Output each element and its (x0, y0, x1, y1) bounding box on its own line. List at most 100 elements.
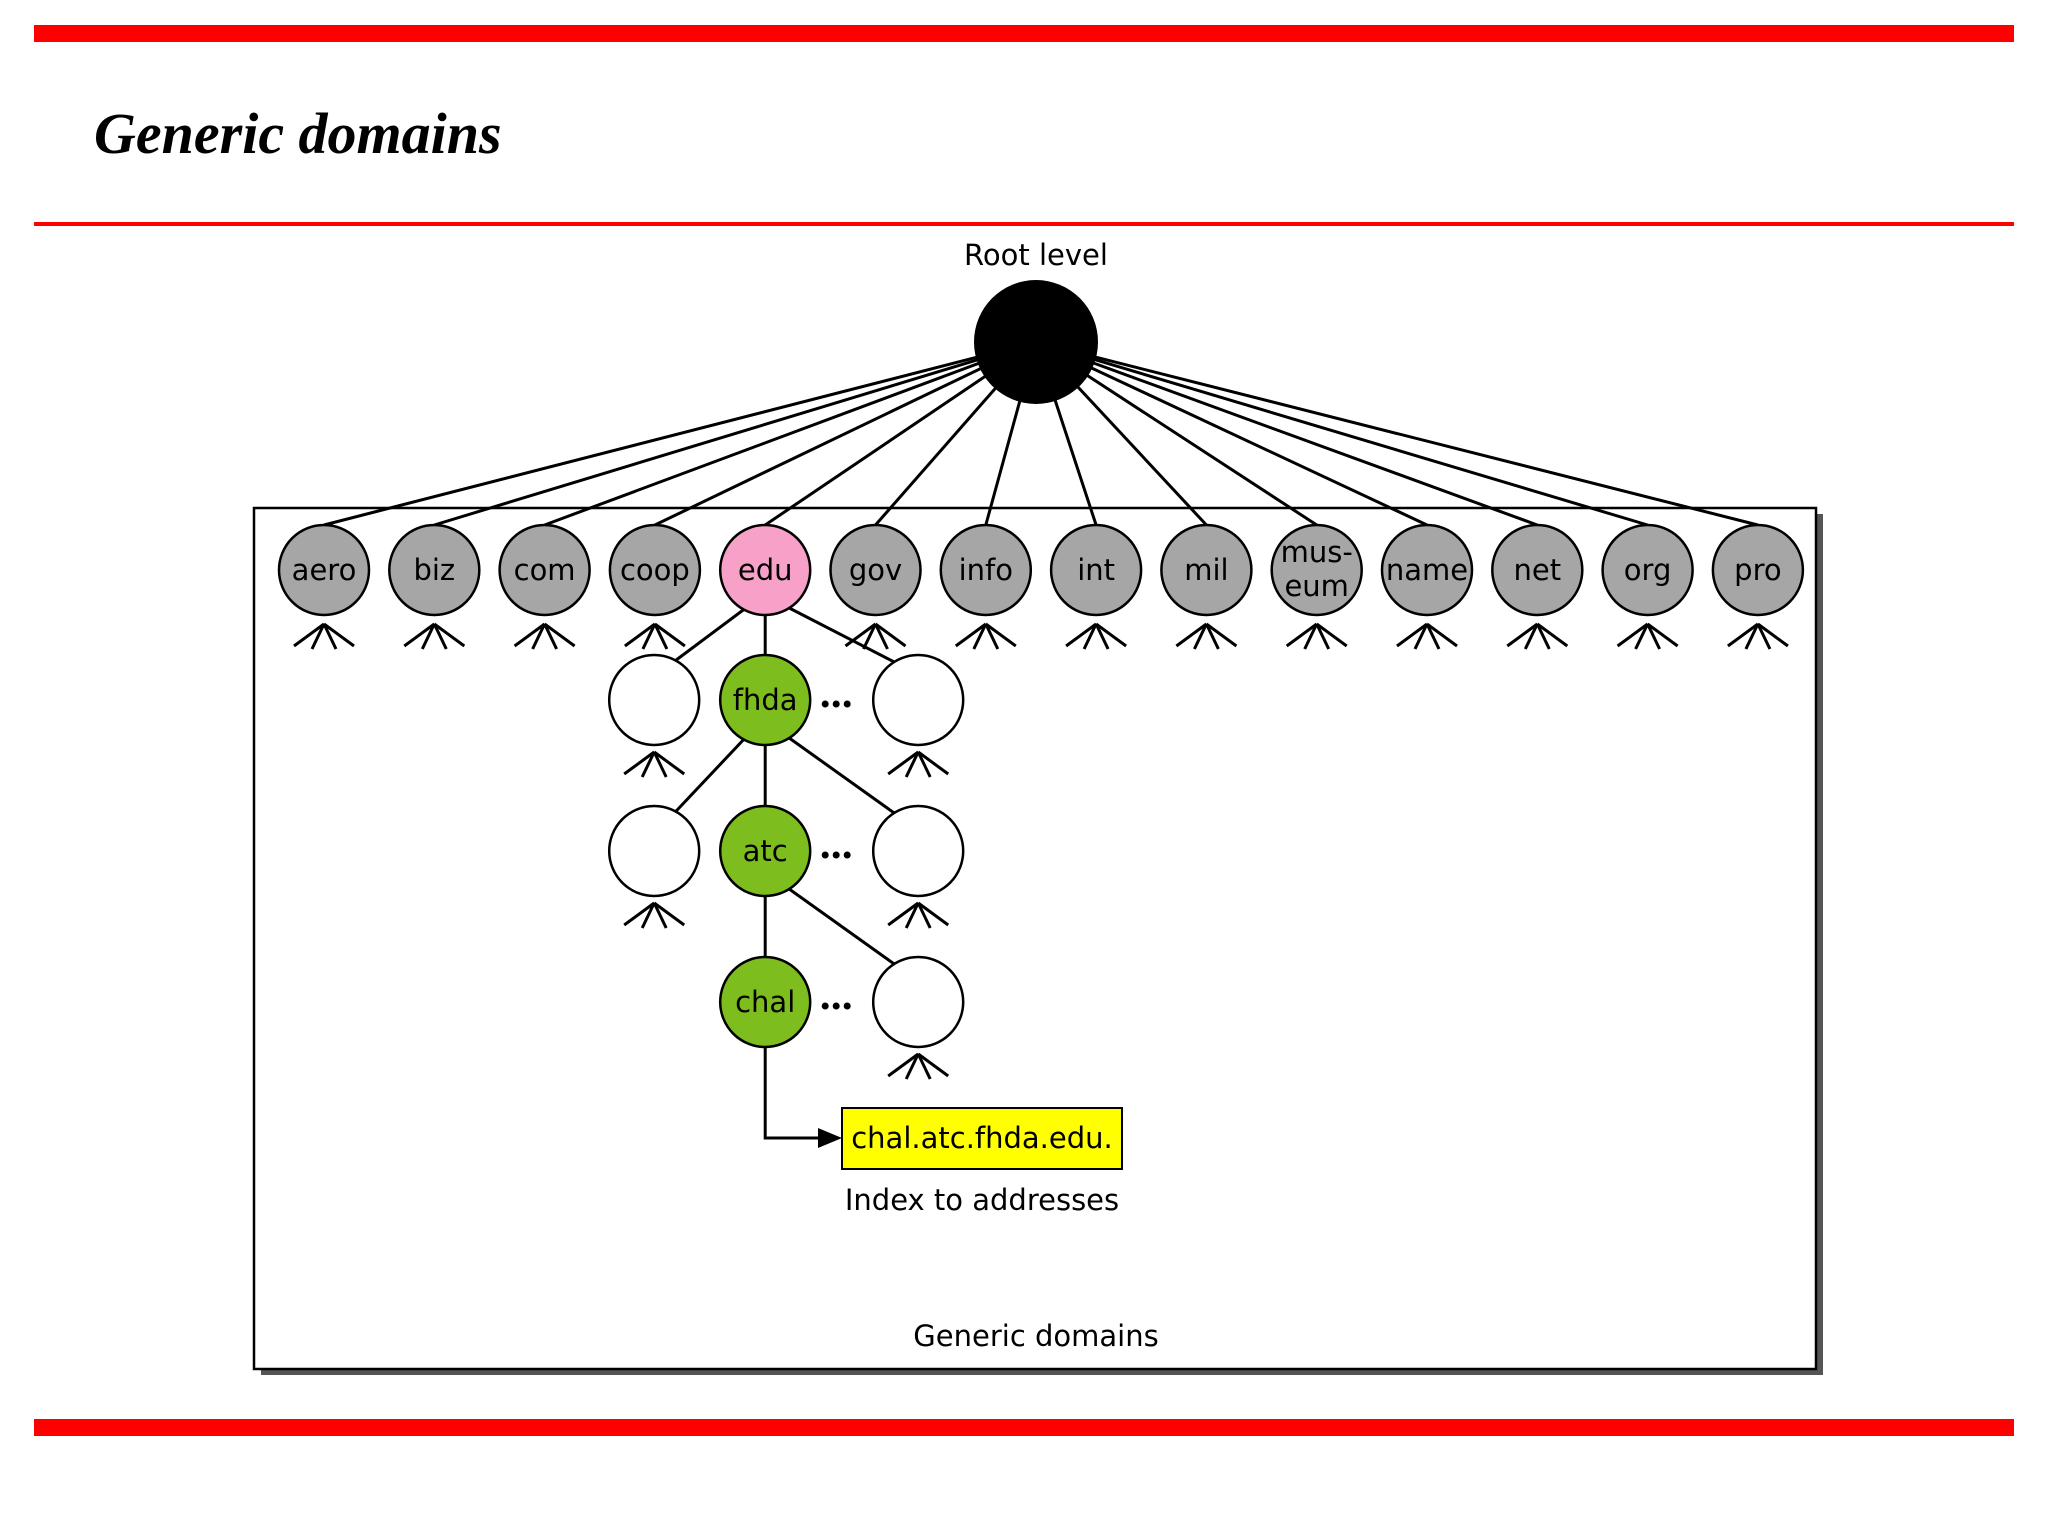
slide-title: Generic domains (94, 101, 502, 166)
tld-node-0 (277, 523, 371, 617)
ellipsis-dot (843, 1002, 851, 1010)
result-arrow-line (763, 1047, 822, 1140)
fork-line (862, 623, 877, 650)
bottom-red-bar (34, 1419, 2014, 1436)
root-edge-3 (654, 340, 1037, 527)
title-rule (34, 222, 2014, 226)
tld-node-13-label: pro (1734, 553, 1781, 587)
tld-node-12 (1601, 523, 1694, 617)
fork-line (1205, 623, 1220, 650)
fork-line (653, 750, 686, 776)
fork-line (323, 622, 355, 648)
tld-node-11-label: net (1514, 553, 1562, 587)
fork-line (322, 623, 338, 650)
fork-line (640, 751, 656, 778)
path-node-chal-label: chal (735, 985, 795, 1019)
tld-fork-10 (1396, 622, 1458, 650)
side-fork-right-2 (887, 1052, 950, 1080)
fork-line (1303, 623, 1319, 650)
fork-line (916, 902, 932, 929)
fork-line (1744, 623, 1760, 650)
tld-fork-12 (1616, 622, 1679, 650)
fork-line (1523, 623, 1539, 650)
result-label: chal.atc.fhda.edu. (851, 1121, 1113, 1155)
side-fork-left-1 (623, 901, 686, 929)
fork-line (654, 622, 686, 648)
ellipsis-dot (832, 1002, 840, 1010)
tld-node-4-label: edu (738, 553, 793, 587)
tld-fork-11 (1506, 622, 1569, 650)
fork-line (904, 751, 920, 778)
ellipsis-dot (821, 700, 829, 708)
fork-line (1757, 622, 1789, 648)
fork-line (623, 750, 656, 776)
root-edge-12 (1035, 340, 1649, 527)
side-node-right-2 (871, 955, 965, 1049)
ellipsis-2 (821, 1002, 851, 1010)
right-edge-1 (788, 736, 896, 815)
fork-line (432, 623, 448, 650)
root-edge-11 (1035, 340, 1538, 527)
fork-line (1646, 623, 1661, 650)
fork-line (1646, 622, 1679, 648)
fork-line (641, 623, 657, 650)
right-edge-2 (788, 887, 896, 966)
fork-line (1413, 623, 1429, 650)
root-level-label: Root level (964, 238, 1108, 272)
tld-node-1 (388, 523, 481, 617)
tld-node-3 (608, 523, 702, 617)
root-edge-2 (544, 340, 1037, 527)
side-node-left-0 (607, 653, 701, 747)
left-edge-1 (675, 738, 745, 813)
tld-node-8 (1160, 523, 1253, 617)
label-line: eum (1284, 569, 1348, 603)
fork-line (433, 622, 466, 648)
path-node-fhda-label: fhda (733, 683, 798, 717)
side-node-right-1 (871, 804, 965, 898)
tld-node-7 (1049, 523, 1143, 617)
tld-node-1-label: biz (413, 553, 455, 587)
fork-line (1095, 622, 1127, 648)
tld-fork-3 (624, 622, 686, 650)
fork-line (653, 623, 669, 650)
tld-node-8-label: mil (1184, 553, 1228, 587)
fork-line (916, 1053, 932, 1080)
top-red-bar (34, 25, 2014, 42)
fork-line (984, 623, 1000, 650)
side-fork-right-1 (887, 901, 950, 929)
fork-line (904, 902, 920, 929)
ellipsis-0 (821, 700, 851, 708)
tld-fork-8 (1175, 622, 1238, 650)
fork-line (1634, 623, 1649, 650)
tld-node-13 (1711, 523, 1805, 617)
tld-fork-5 (844, 622, 907, 650)
path-node-atc (718, 804, 812, 898)
tld-node-7-label: int (1077, 553, 1115, 587)
fork-line (1315, 622, 1348, 648)
path-node-atc-label: atc (743, 834, 788, 868)
ellipsis-dot (832, 700, 840, 708)
ellipsis-dot (832, 851, 840, 859)
tld-fork-13 (1727, 622, 1789, 650)
ellipsis-dot (843, 851, 851, 859)
tld-fork-1 (403, 622, 466, 650)
path-node-fhda (718, 653, 812, 747)
fork-line (954, 622, 987, 648)
ellipsis-dot (821, 1002, 829, 1010)
fork-line (1756, 623, 1772, 650)
fork-line (984, 622, 1017, 648)
fork-line (874, 622, 907, 648)
fork-line (1426, 622, 1458, 648)
tld-fork-6 (954, 622, 1017, 650)
fork-line (904, 1053, 920, 1080)
left-edge-0 (675, 608, 745, 662)
side-node-right-0 (871, 653, 965, 747)
fork-line (916, 751, 932, 778)
fork-line (1205, 622, 1238, 648)
side-fork-right-0 (887, 750, 950, 778)
edges-layer (293, 340, 1789, 1148)
generic-domains-label: Generic domains (913, 1319, 1158, 1353)
fork-line (972, 623, 988, 650)
ellipsis-dot (843, 700, 851, 708)
tld-node-2-label: com (514, 553, 576, 587)
